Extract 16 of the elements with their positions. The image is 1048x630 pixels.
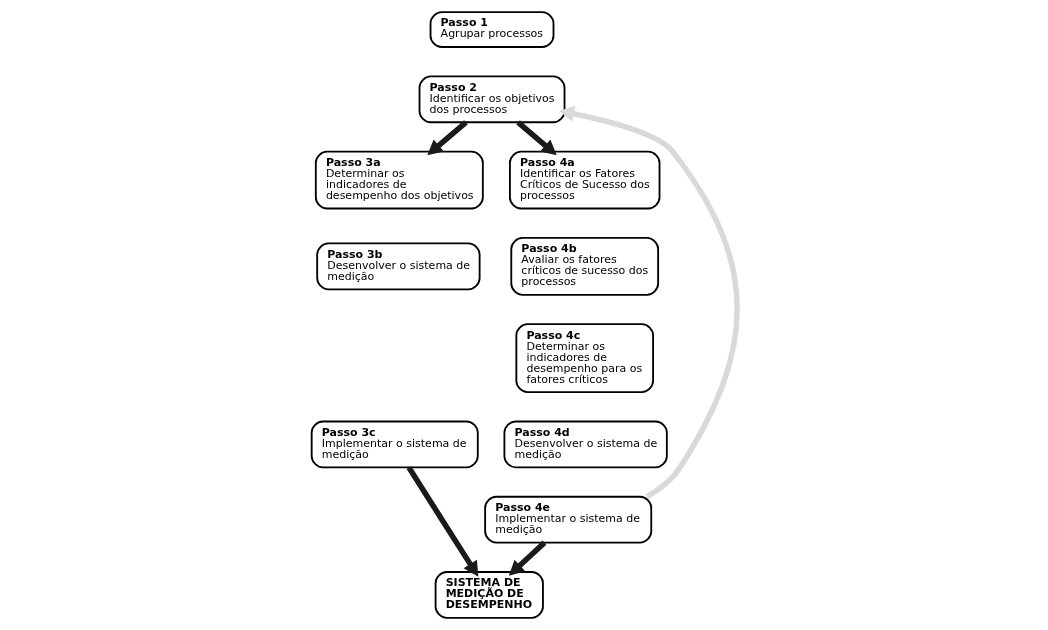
node-box: Passo 4a Identificar os Fatores Críticos de Sucesso dos processos — [508, 150, 660, 210]
arrow — [426, 120, 468, 156]
arrow — [508, 540, 546, 576]
node-box: Passo 4d Desenvolver o sistema de medição — [503, 420, 668, 469]
node-box: Passo 1 Agrupar processos — [429, 11, 554, 48]
node-box: SISTEMA DE MEDIÇÃO DE DESEMPENHO — [434, 571, 544, 619]
node-box: Passo 2 Identificar os objetivos dos processos — [418, 75, 565, 124]
node-box: Passo 4c Determinar os indicadores de desempenho para os fatores críticos — [514, 323, 654, 393]
node-box: Passo 4e Implementar o sistema de medição — [483, 495, 652, 544]
node-box: Passo 3b Desenvolver o sistema de medição — [315, 242, 481, 291]
node-box: Passo 4b Avaliar os fatores críticos de sucesso dos processos — [509, 237, 659, 296]
arrow — [406, 466, 478, 577]
node-box: Passo 3c Implementar o sistema de medição — [310, 420, 479, 469]
arrow — [515, 120, 557, 156]
arrow — [558, 105, 740, 499]
node-box: Passo 3a Determinar os indicadores de desempenho dos objetivos — [314, 150, 484, 210]
